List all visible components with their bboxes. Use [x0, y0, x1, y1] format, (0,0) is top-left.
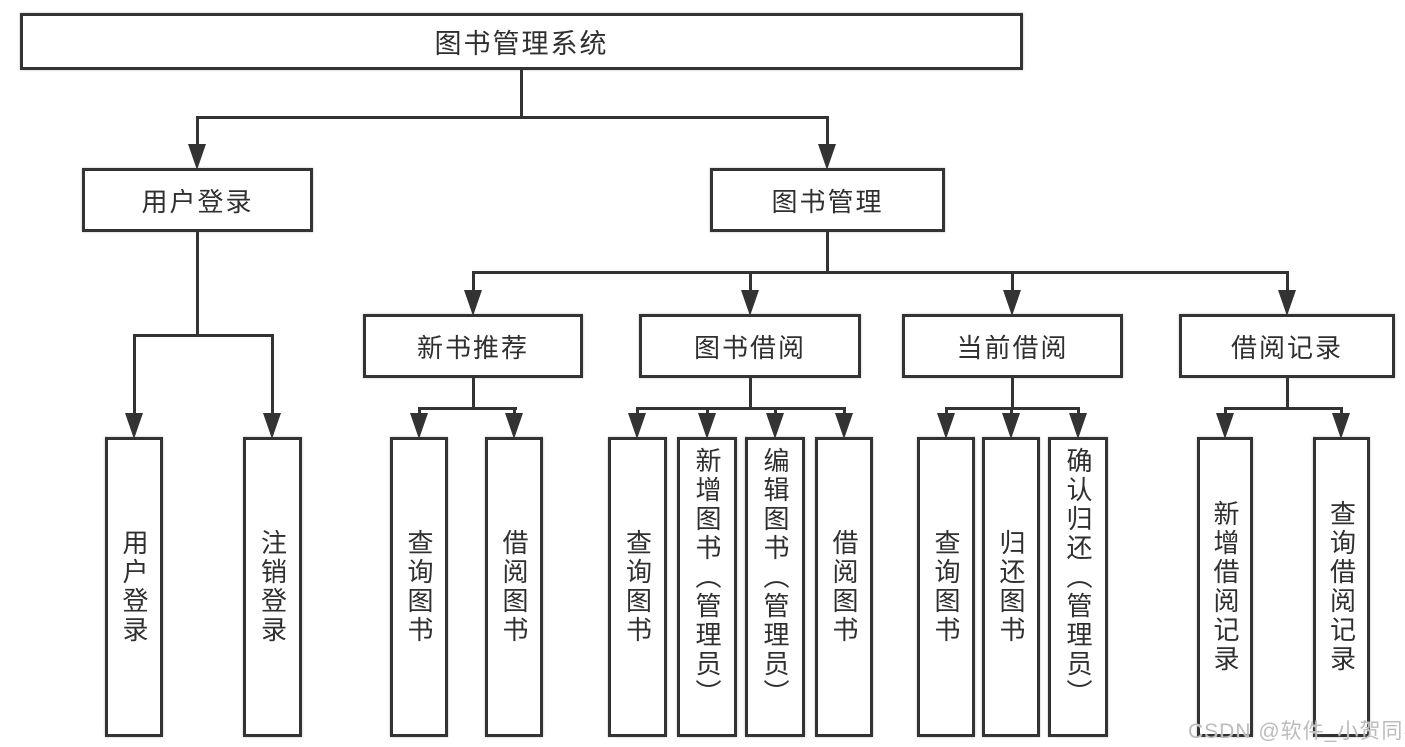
connector-line — [749, 271, 752, 292]
csdn-watermark: CSDN @软件_小贺同学 — [1188, 720, 1405, 743]
arrowhead-down-icon — [263, 413, 281, 439]
arrowhead-down-icon — [818, 144, 836, 170]
connector-line — [472, 378, 475, 409]
leaf-query-book-recommend: 查询图书 — [390, 437, 448, 737]
arrowhead-down-icon — [1216, 413, 1234, 439]
arrowhead-down-icon — [628, 413, 646, 439]
connector-line — [513, 407, 516, 417]
arrowhead-down-icon — [1278, 290, 1296, 316]
connector-line — [133, 334, 136, 416]
arrowhead-down-icon — [1002, 413, 1020, 439]
leaf-label: 编辑图书（管理员） — [760, 447, 790, 708]
connector-line — [826, 232, 829, 274]
connector-line — [133, 334, 273, 337]
connector-line — [196, 232, 199, 336]
connector-line — [1286, 378, 1289, 409]
connector-line — [1010, 407, 1013, 417]
leaf-borrow-book-recommend: 借阅图书 — [485, 437, 543, 737]
leaf-label: 注销登录 — [257, 529, 288, 645]
connector-line — [271, 334, 274, 416]
leaf-query-book-current: 查询图书 — [917, 437, 975, 737]
leaf-label: 查询图书 — [404, 529, 434, 645]
leaf-label: 新增借阅记录 — [1210, 500, 1240, 674]
leaf-label: 归还图书 — [996, 529, 1026, 645]
leaf-confirm-return-admin: 确认归还（管理员） — [1048, 437, 1108, 737]
connector-line — [196, 116, 829, 119]
arrowhead-down-icon — [698, 413, 716, 439]
leaf-label: 查询图书 — [622, 529, 653, 645]
leaf-add-book-admin: 新增图书（管理员） — [677, 437, 737, 737]
leaf-return-book: 归还图书 — [982, 437, 1040, 737]
leaf-label: 确认归还（管理员） — [1063, 447, 1093, 708]
leaf-label: 查询图书 — [931, 529, 961, 645]
leaf-label: 新增图书（管理员） — [692, 447, 722, 708]
node-book-management: 图书管理 — [710, 168, 945, 232]
connector-line — [1340, 407, 1343, 417]
connector-line — [418, 407, 421, 417]
leaf-query-book-borrow: 查询图书 — [608, 437, 667, 737]
arrowhead-down-icon — [741, 290, 759, 316]
connector-line — [520, 70, 523, 118]
connector-line — [1224, 407, 1227, 417]
connector-line — [1011, 271, 1014, 292]
leaf-label: 借阅图书 — [829, 529, 859, 645]
arrowhead-down-icon — [835, 413, 853, 439]
connector-line — [1286, 271, 1289, 292]
arrowhead-down-icon — [937, 413, 955, 439]
connector-line — [749, 378, 752, 409]
connector-line — [472, 271, 1289, 274]
leaf-add-borrow-record: 新增借阅记录 — [1197, 437, 1253, 737]
leaf-query-borrow-record: 查询借阅记录 — [1313, 437, 1370, 737]
arrowhead-down-icon — [188, 144, 206, 170]
node-current-borrow: 当前借阅 — [902, 314, 1123, 378]
node-new-book-recommend: 新书推荐 — [363, 314, 583, 378]
leaf-user-login: 用户登录 — [105, 437, 163, 737]
connector-line — [945, 407, 948, 417]
connector-line — [774, 407, 777, 417]
leaf-label: 用户登录 — [119, 529, 149, 645]
node-book-borrow: 图书借阅 — [639, 314, 861, 378]
arrowhead-down-icon — [410, 413, 428, 439]
leaf-label: 查询借阅记录 — [1326, 500, 1357, 674]
connector-line — [196, 116, 199, 148]
node-borrow-record: 借阅记录 — [1179, 314, 1395, 378]
arrowhead-down-icon — [505, 413, 523, 439]
connector-line — [418, 407, 517, 410]
connector-line — [826, 116, 829, 148]
arrowhead-down-icon — [1332, 413, 1350, 439]
arrowhead-down-icon — [1003, 290, 1021, 316]
arrowhead-down-icon — [1069, 413, 1087, 439]
connector-line — [843, 407, 846, 417]
connector-line — [636, 407, 639, 417]
connector-line — [472, 271, 475, 292]
connector-line — [1224, 407, 1342, 410]
leaf-borrow-book: 借阅图书 — [815, 437, 873, 737]
connector-line — [1077, 407, 1080, 417]
node-user-login: 用户登录 — [82, 168, 313, 232]
connector-line — [1011, 378, 1014, 409]
leaf-label: 借阅图书 — [499, 529, 529, 645]
connector-line — [706, 407, 709, 417]
node-system-root: 图书管理系统 — [20, 13, 1023, 70]
arrowhead-down-icon — [125, 413, 143, 439]
arrowhead-down-icon — [766, 413, 784, 439]
leaf-edit-book-admin: 编辑图书（管理员） — [745, 437, 805, 737]
arrowhead-down-icon — [464, 290, 482, 316]
connector-line — [636, 407, 846, 410]
leaf-logout: 注销登录 — [243, 437, 302, 737]
